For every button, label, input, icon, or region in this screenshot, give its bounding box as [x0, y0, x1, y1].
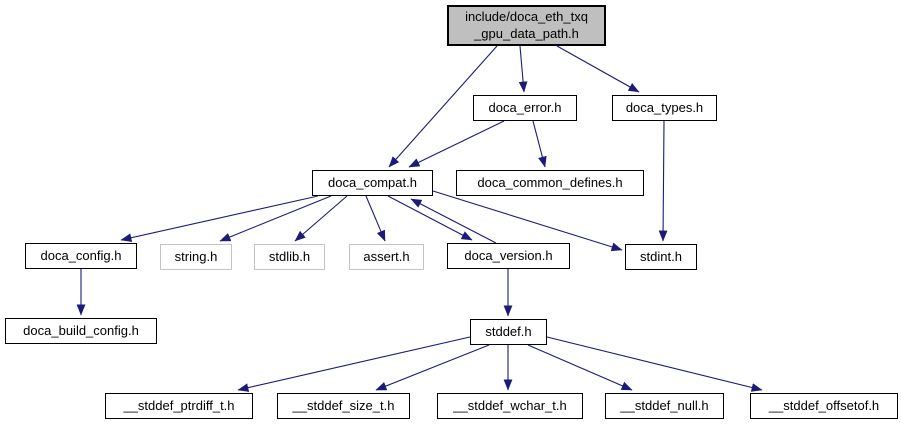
graph-node-doca-common-defines[interactable]: doca_common_defines.h	[456, 170, 644, 196]
graph-node-stddef-wchar[interactable]: __stddef_wchar_t.h	[437, 393, 583, 419]
edge-stddef--stddef-size	[375, 344, 490, 391]
graph-node-doca-error[interactable]: doca_error.h	[473, 95, 577, 121]
graph-node-doca-types[interactable]: doca_types.h	[612, 95, 717, 121]
edge-doca-error--doca-common-defines	[532, 120, 547, 168]
edge-main--doca-error	[518, 45, 528, 93]
graph-node-stddef-offsetof[interactable]: __stddef_offsetof.h	[750, 393, 898, 419]
graph-node-stddef-ptrdiff[interactable]: __stddef_ptrdiff_t.h	[105, 393, 253, 419]
graph-node-doca-compat[interactable]: doca_compat.h	[312, 170, 433, 196]
graph-node-doca-version[interactable]: doca_version.h	[447, 243, 570, 269]
graph-node-doca-config[interactable]: doca_config.h	[25, 243, 137, 269]
graph-node-stddef[interactable]: stddef.h	[470, 319, 547, 345]
graph-node-stddef-size[interactable]: __stddef_size_t.h	[277, 393, 410, 419]
graph-node-assert: assert.h	[349, 244, 424, 270]
edge-main--doca-types	[556, 45, 640, 93]
edge-doca-compat--stdlib	[294, 195, 348, 242]
edge-main--doca-compat	[388, 45, 498, 168]
edge-doca-compat--stdint	[432, 190, 623, 252]
edge-stddef--stddef-offsetof	[546, 336, 763, 392]
graph-node-stddef-null[interactable]: __stddef_null.h	[605, 393, 724, 419]
edge-doca-compat--string	[219, 195, 332, 242]
graph-node-stdint[interactable]: stdint.h	[625, 244, 697, 270]
edge-group	[76, 45, 763, 392]
edge-doca-error--doca-compat	[408, 120, 505, 168]
edge-doca-version--doca-compat	[410, 198, 497, 244]
edge-doca-compat--doca-version	[387, 195, 473, 241]
graph-node-main: include/doca_eth_txq _gpu_data_path.h	[447, 5, 606, 46]
edge-doca-types--stdint	[658, 120, 668, 242]
edge-stddef--stddef-null	[527, 344, 633, 391]
graph-node-stdlib: stdlib.h	[254, 244, 325, 270]
edge-stddef--stddef-ptrdiff	[237, 336, 471, 392]
edge-doca-compat--assert	[365, 195, 386, 242]
edge-doca-compat--doca-config	[120, 195, 319, 243]
graph-node-doca-build-config[interactable]: doca_build_config.h	[5, 318, 157, 344]
graph-node-string: string.h	[160, 244, 232, 270]
